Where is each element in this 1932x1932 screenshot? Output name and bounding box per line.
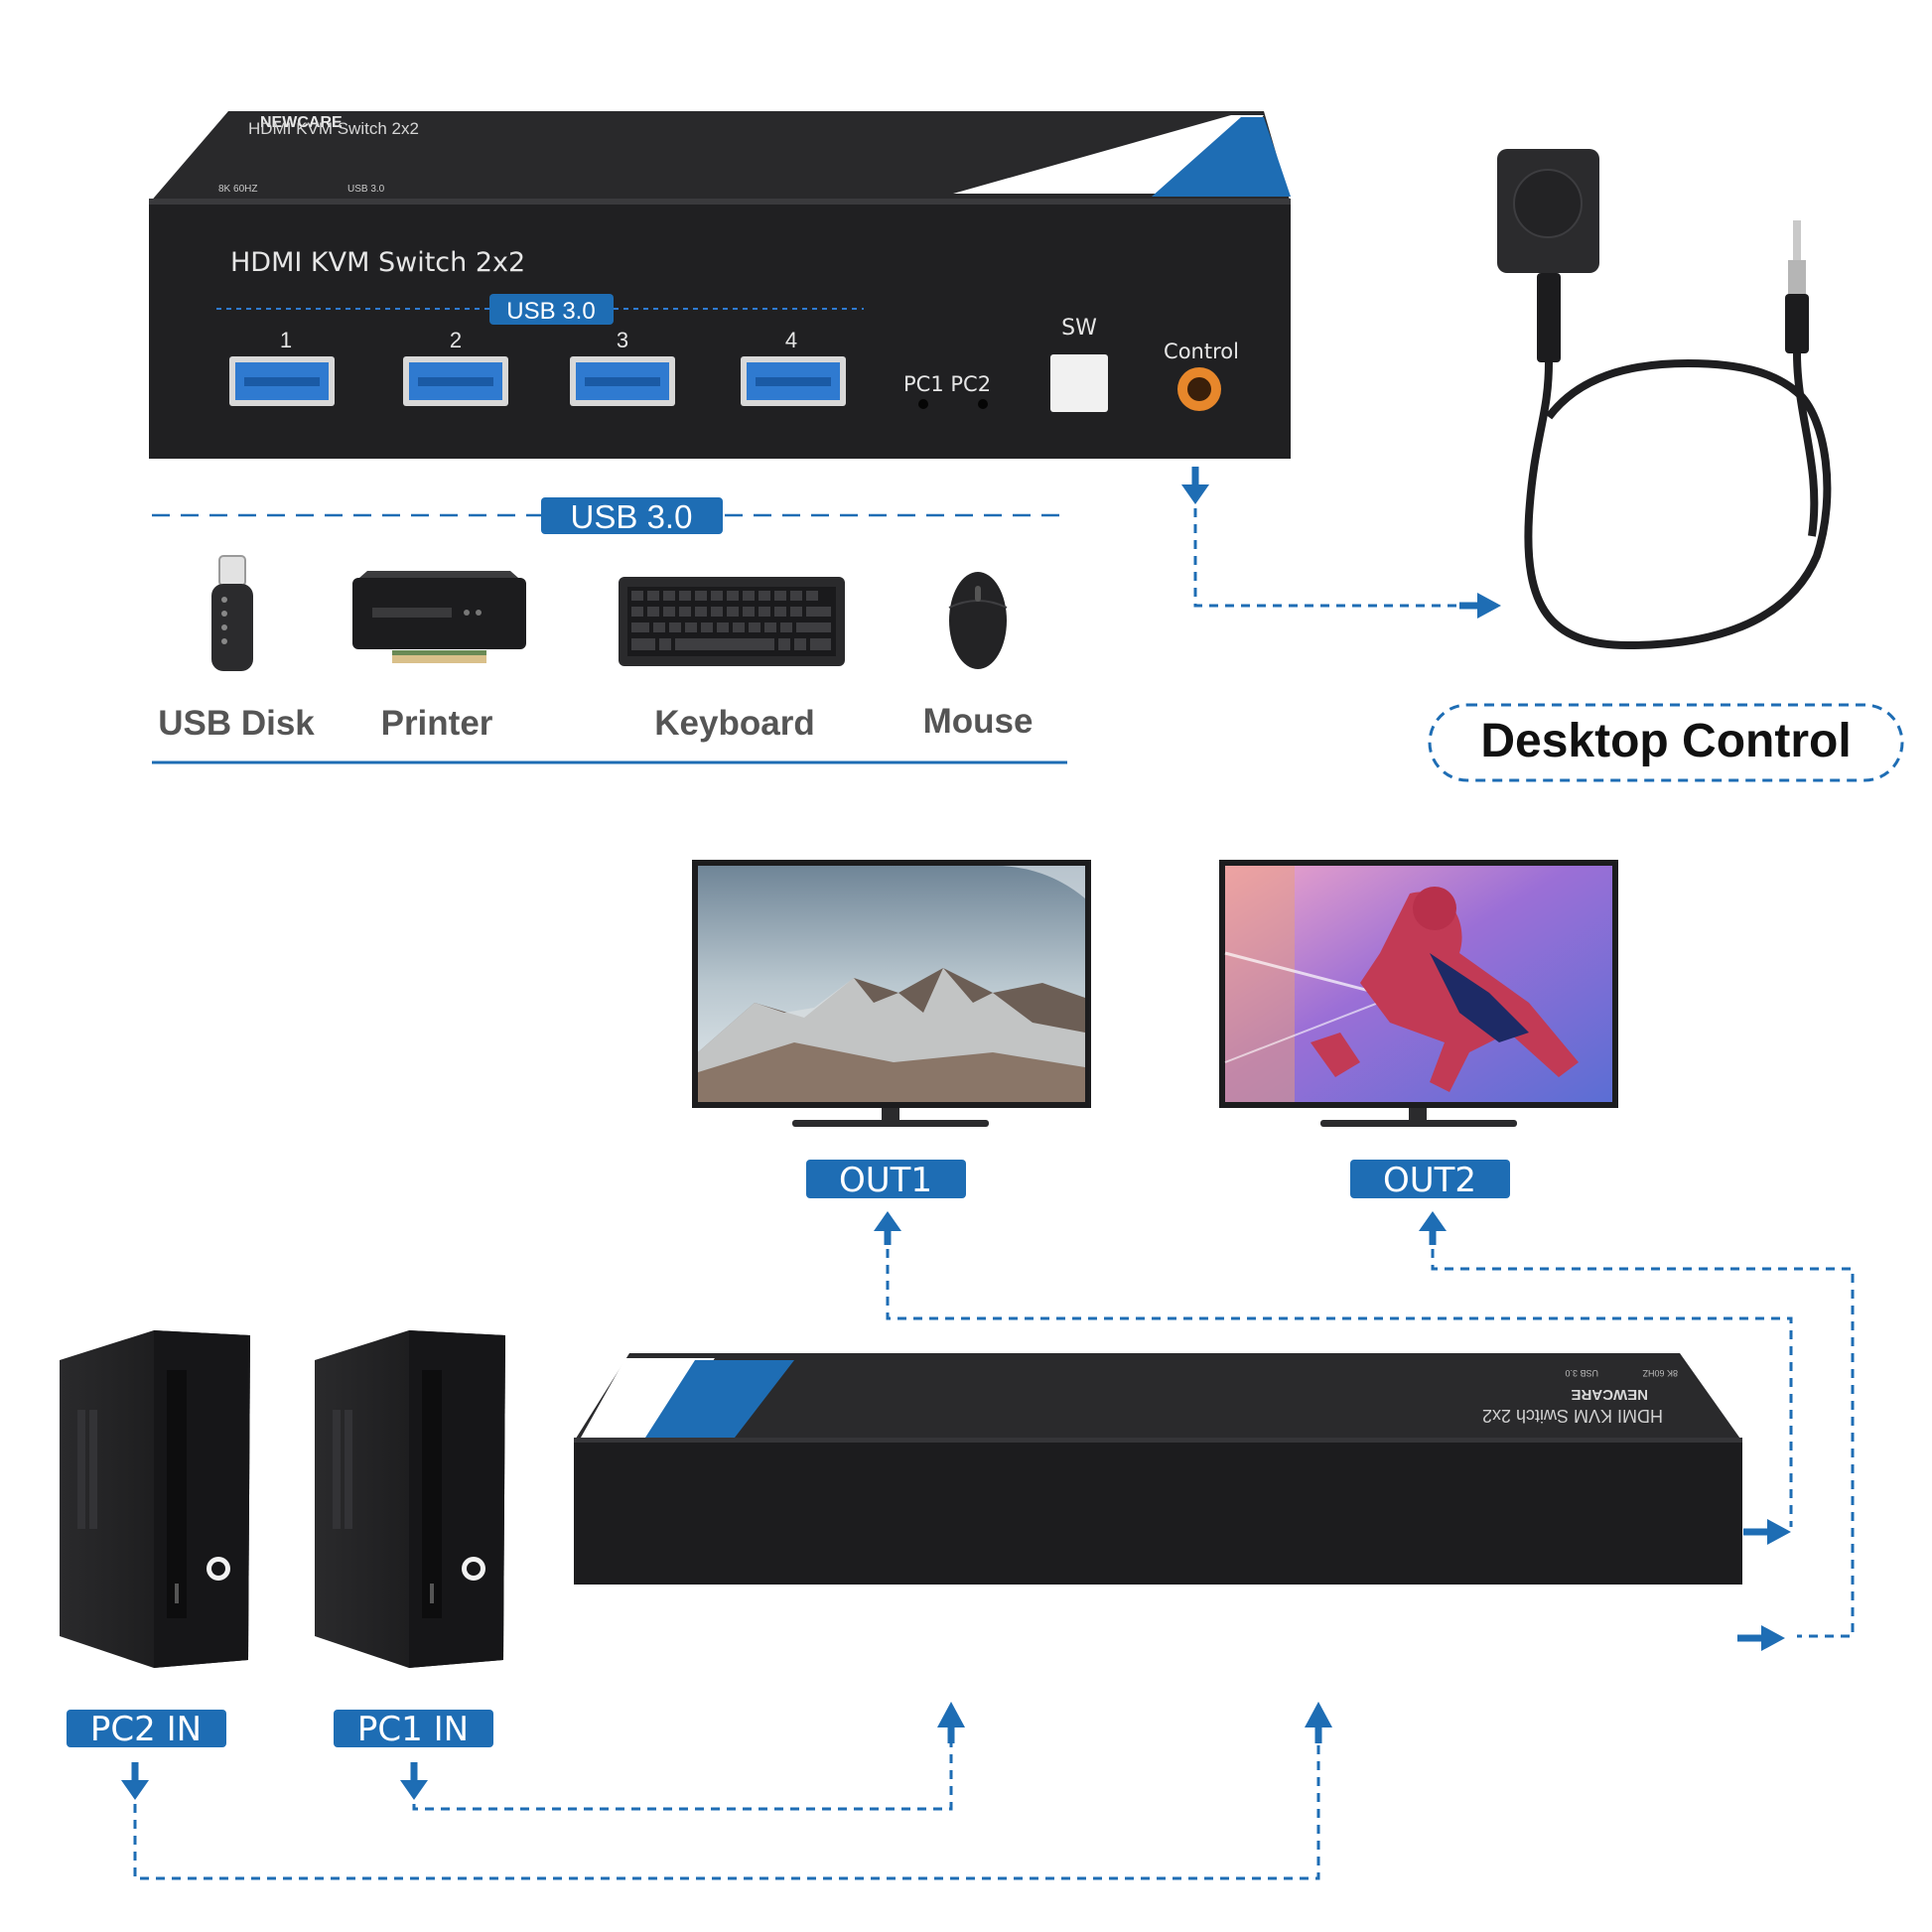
usb-port-2[interactable]: 2	[403, 328, 508, 406]
spec-8k-label: 8K 60HZ	[218, 184, 257, 195]
control-cable-route	[1181, 467, 1501, 619]
sw-label: SW	[1061, 316, 1097, 341]
desktop-control-label: Desktop Control	[1480, 715, 1851, 767]
monitor-out1	[692, 860, 1091, 1127]
pc2-in-badge: PC2 IN	[67, 1710, 226, 1749]
usb-port-number: 2	[450, 328, 462, 352]
rear-spec-8k-label: 8K 60HZ	[1642, 1368, 1678, 1378]
front-usb-badge: USB 3.0	[506, 298, 595, 325]
front-title: HDMI KVM Switch 2x2	[230, 247, 525, 278]
keyboard-label: Keyboard	[654, 704, 814, 743]
output-routes	[874, 1211, 1855, 1651]
usb-disk-label: USB Disk	[158, 704, 315, 743]
desktop-control-badge: Desktop Control	[1428, 703, 1904, 782]
printer-icon	[352, 571, 526, 663]
usb-port-4[interactable]: 4	[741, 328, 846, 406]
pc2-led	[978, 399, 988, 409]
pc2-tower	[60, 1330, 250, 1668]
spec-usb-label: USB 3.0	[347, 184, 385, 195]
mouse-label: Mouse	[923, 702, 1034, 741]
pc2-in-label: PC2 IN	[90, 1710, 202, 1749]
kvm-front-panel: NEWCARE HDMI KVM Switch 2x2 8K 60HZ USB …	[149, 111, 1291, 459]
input-routes	[121, 1702, 1332, 1880]
kvm-rear-unit: NEWCARE HDMI KVM Switch 2x2 8K 60HZ USB …	[574, 1353, 1742, 1585]
usb-port-3[interactable]: 3	[570, 328, 675, 406]
out1-badge: OUT1	[806, 1160, 966, 1200]
out2-label: OUT2	[1383, 1161, 1476, 1200]
model-label-top: HDMI KVM Switch 2x2	[248, 119, 419, 138]
rear-spec-usb-label: USB 3.0	[1565, 1368, 1598, 1378]
usb-port-number: 4	[785, 328, 797, 352]
control-jack[interactable]	[1177, 367, 1221, 411]
usb-port-number: 1	[280, 328, 292, 352]
pc1-in-label: PC1 IN	[357, 1710, 469, 1749]
usb-port-number: 3	[617, 328, 628, 352]
out1-label: OUT1	[839, 1161, 932, 1200]
printer-label: Printer	[381, 704, 493, 743]
usb-section-badge: USB 3.0	[571, 498, 693, 535]
rear-brand-logo: NEWCARE	[1572, 1386, 1649, 1403]
mouse-icon	[948, 572, 1008, 669]
brand-logo: NEWCARE	[260, 114, 343, 131]
monitor-out2	[1219, 860, 1618, 1127]
pc-indicator-labels: PC1 PC2	[903, 372, 991, 396]
usb-port-1[interactable]: 1	[229, 328, 335, 406]
pc1-in-badge: PC1 IN	[334, 1710, 493, 1749]
keyboard-icon	[619, 577, 845, 666]
usb-devices-section: USB 3.0	[152, 497, 1067, 764]
usb-disk-icon	[211, 555, 253, 671]
sw-button[interactable]	[1050, 354, 1108, 412]
control-label: Control	[1164, 340, 1239, 363]
desktop-controller	[1497, 149, 1832, 650]
pc1-led	[918, 399, 928, 409]
pc1-tower	[315, 1330, 505, 1668]
rear-model-label: HDMI KVM Switch 2x2	[1482, 1406, 1663, 1426]
out2-badge: OUT2	[1350, 1160, 1510, 1200]
